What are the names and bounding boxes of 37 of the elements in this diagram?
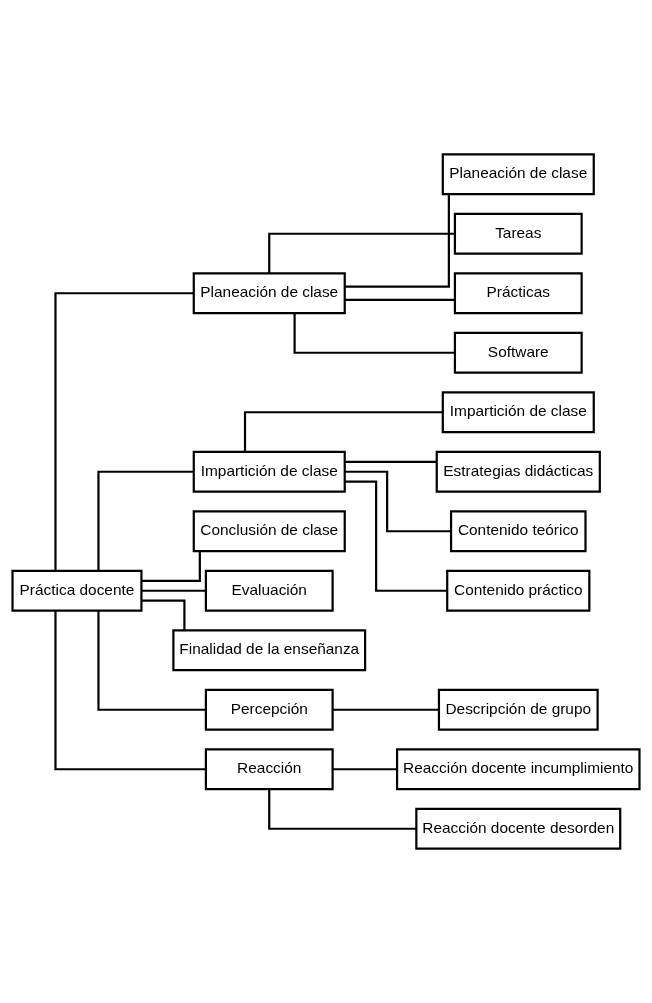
connector: [268, 789, 417, 830]
node-box: Software: [453, 331, 583, 374]
connector: [54, 292, 194, 571]
connector: [141, 599, 186, 631]
connector: [243, 411, 443, 452]
connector: [345, 460, 437, 463]
connector: [344, 194, 450, 288]
connector: [344, 480, 447, 592]
connector: [141, 589, 206, 592]
node-box: Percepción: [204, 688, 334, 731]
connector: [268, 232, 455, 274]
node-box: Conclusión de clase: [192, 510, 346, 553]
node-box: Reacción: [204, 748, 334, 791]
connector: [54, 610, 206, 771]
node-box: Reacción docente incumplimiento: [395, 748, 641, 791]
connector: [332, 768, 397, 771]
node-box: Impartición de clase: [441, 391, 595, 434]
node-box: Contenido práctico: [446, 569, 591, 612]
node-box: Estrategias didácticas: [435, 450, 601, 493]
node-box: Práctica docente: [11, 569, 143, 612]
connector: [97, 470, 194, 571]
node-box: Evaluación: [204, 569, 334, 612]
node-box: Descripción de grupo: [437, 688, 599, 731]
node-box: Planeación de clase: [441, 153, 595, 196]
connector: [344, 470, 451, 533]
node-box: Finalidad de la enseñanza: [172, 629, 367, 672]
node-box: Tareas: [453, 212, 583, 255]
connector: [345, 298, 455, 301]
node-box: Prácticas: [453, 272, 583, 315]
node-box: Impartición de clase: [192, 450, 346, 493]
connector: [293, 313, 455, 354]
connector: [141, 551, 201, 582]
node-box: Contenido teórico: [449, 510, 587, 553]
node-box: Reacción docente desorden: [415, 807, 622, 850]
node-box: Planeación de clase: [192, 272, 346, 315]
connector: [332, 708, 439, 711]
connector: [97, 610, 206, 711]
